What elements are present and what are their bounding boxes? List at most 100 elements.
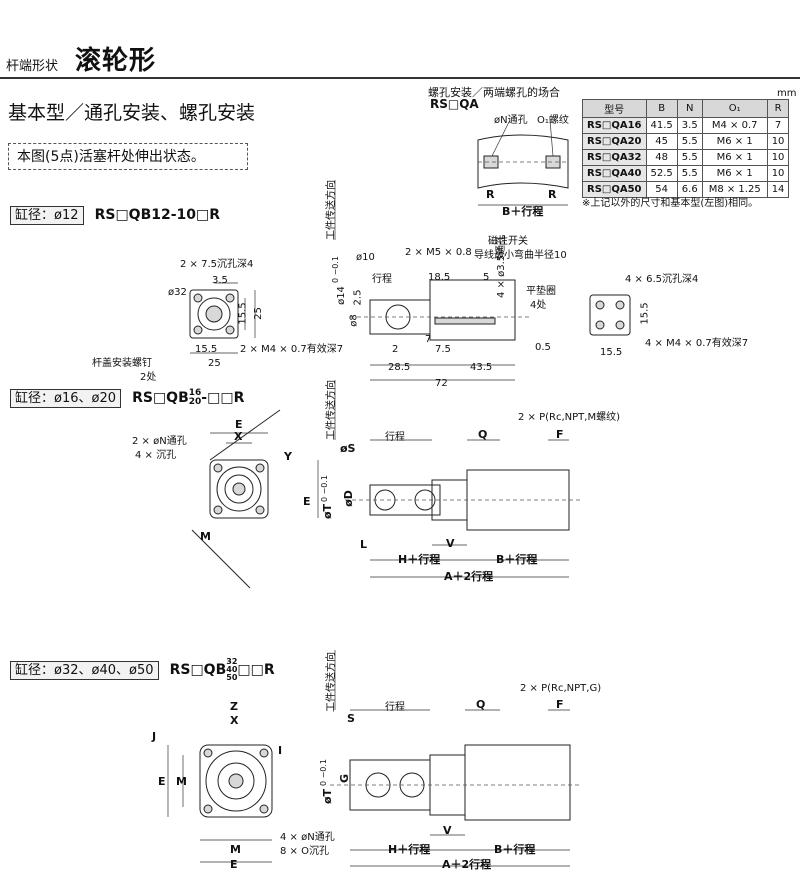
table-header-cell: 型号 [582, 99, 647, 118]
tapped-n-label: øN通孔 [494, 115, 528, 126]
sec2-workpiece-direction: 工件传送方向 [326, 380, 337, 440]
sec2-h: H＋行程 [398, 553, 441, 566]
tapped-o-label: O₁螺纹 [537, 115, 569, 126]
table-row: RS□QA20 45 5.5 M6 × 1 10 [582, 133, 790, 150]
table-unit: mm [777, 88, 797, 99]
sec1-m4b: 4 × M4 × 0.7有效深7 [645, 338, 749, 349]
sec1-d5: 5 [483, 272, 490, 283]
table-cell: 54 [645, 181, 678, 198]
sec1-washer-count: 4处 [530, 300, 547, 311]
sec2-t: øT [321, 503, 335, 520]
note-box: 本图(5点)活塞杆处伸出状态。 [8, 143, 248, 170]
sec3-side-view [330, 650, 580, 867]
sec1-front-view [189, 282, 256, 354]
spec-table: 型号 B N O₁ R RS□QA16 41.5 3.5 M4 × 0.7 7 … [582, 99, 790, 198]
table-cell-model: RS□QA40 [582, 165, 647, 182]
sec2-tol: 0 −0.1 [320, 474, 330, 503]
sec2-model-bore-a: 16 [188, 388, 202, 398]
sec2-p: 2 × P(Rc,NPT,M螺纹) [518, 412, 620, 423]
sec1-d72: 72 [435, 378, 448, 389]
sec2-d: øD [341, 490, 355, 507]
page-subtitle: 基本型／通孔安装、螺孔安装 [8, 102, 256, 124]
sec2-a: A＋2行程 [444, 570, 494, 583]
sec1-d7: 7 [425, 334, 432, 345]
table-footnote: ※上记以外的尺寸和基本型(左图)相同。 [582, 198, 759, 209]
sec1-phi14: ø14 [335, 286, 347, 305]
sec3-model-bore-c: 50 [226, 673, 238, 682]
table-cell: 7 [766, 117, 790, 134]
sec2-e-side: E [303, 495, 311, 508]
sec2-f: F [556, 428, 564, 441]
sec1-stroke: 行程 [372, 274, 392, 285]
sec3-f: F [556, 698, 564, 711]
sec2-n-counterbore: 4 × 沉孔 [135, 450, 177, 461]
tapped-model: RS□QA [430, 97, 479, 111]
sec3-h: H＋行程 [388, 843, 431, 856]
sec2-side-view [334, 380, 580, 578]
sec1-d25v: 2.5 [352, 289, 364, 306]
sec1-m4: 2 × M4 × 0.7有效深7 [240, 344, 344, 355]
sec1-switch: 磁性开关 [488, 236, 528, 247]
sec1-rear-view [589, 294, 631, 336]
sec2-model-prefix: RS□QB [132, 390, 189, 406]
sec3-j: J [152, 730, 157, 743]
sec1-d155d: 15.5 [600, 347, 623, 358]
sec3-a: A＋2行程 [442, 858, 492, 871]
sec1-d155: 15.5 [237, 302, 249, 325]
sec1-d05: 0.5 [535, 342, 551, 353]
sec2-bore: 缸径：ø16、ø20 [10, 389, 121, 408]
table-header-cell: O₁ [701, 99, 768, 118]
sec1-m5: 2 × M5 × 0.8 [405, 247, 472, 258]
sec1-phi10: ø10 [356, 252, 375, 263]
sec3-stroke: 行程 [385, 702, 405, 713]
sec3-m-bottom: M [230, 843, 241, 856]
sec1-radius: 导线最小弯曲半径10 [474, 250, 567, 261]
sec3-front-view [167, 744, 273, 863]
sec1-d25b: 25 [208, 358, 221, 369]
sec1-cb2: 4 × 6.5沉孔深4 [625, 274, 699, 285]
sec2-e-top: E [235, 418, 243, 431]
sec1-heading: 缸径：ø12 RS□QB12-10□R [10, 204, 221, 225]
tapped-b-label: B＋行程 [502, 205, 544, 218]
sec3-o: 8 × O沉孔 [280, 846, 329, 857]
table-header-cell: B [645, 99, 678, 118]
sec1-workpiece-direction: 工件传送方向 [326, 180, 337, 240]
sec3-e-side: E [158, 775, 166, 788]
sec1-d185: 18.5 [428, 272, 451, 283]
sec2-q: Q [478, 428, 488, 441]
sec1-d2: 2 [392, 344, 399, 355]
sec2-l: L [360, 538, 368, 551]
sec2-m: M [200, 530, 211, 543]
table-row: RS□QA40 52.5 5.5 M6 × 1 10 [582, 165, 790, 182]
sec3-q: Q [476, 698, 486, 711]
sec1-bore: 缸径：ø12 [10, 206, 84, 225]
sec3-model-suffix: □□R [237, 662, 275, 678]
sec3-z: Z [230, 700, 238, 713]
sec3-p: 2 × P(Rc,NPT,G) [520, 683, 602, 694]
sec1-screw: 杆盖安装螺钉 [92, 358, 152, 369]
tapped-r-left: R [486, 188, 495, 201]
tapped-r-right: R [548, 188, 557, 201]
table-row: RS□QA32 48 5.5 M6 × 1 10 [582, 149, 790, 166]
table-cell: 14 [766, 181, 790, 198]
sec2-model-bore-b: 20 [188, 397, 202, 407]
sec1-d435: 43.5 [470, 362, 493, 373]
table-cell-model: RS□QA20 [582, 133, 647, 150]
sec1-phi8: ø8 [348, 314, 360, 327]
sec1-model: RS□QB12-10□R [94, 207, 221, 223]
table-cell-model: RS□QA50 [582, 181, 647, 198]
header-title: 滚轮形 [75, 46, 157, 76]
sec1-d35: 3.5 [212, 275, 228, 286]
sec3-t: øT [321, 788, 335, 805]
sec2-stroke: 行程 [385, 432, 405, 443]
sec3-e-bottom: E [230, 858, 238, 871]
sec3-n: 4 × øN通孔 [280, 832, 335, 843]
sec2-b: B＋行程 [496, 553, 538, 566]
sec2-x: X [234, 430, 243, 443]
table-cell: M8 × 1.25 [701, 181, 768, 198]
table-row: RS□QA50 54 6.6 M8 × 1.25 14 [582, 181, 790, 198]
sec3-i: I [278, 744, 283, 757]
